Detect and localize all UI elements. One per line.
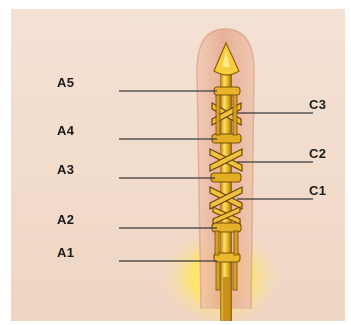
strip-1: [216, 95, 220, 135]
diagram-frame: A5 A4 A3 A2 A1 C3 C2 C1: [11, 9, 345, 321]
label-c2: C2: [309, 147, 326, 160]
strip-2: [233, 95, 237, 135]
label-a5: A5: [57, 76, 74, 89]
label-c1: C1: [309, 184, 326, 197]
strip-5: [216, 262, 220, 290]
label-a1: A1: [57, 246, 74, 259]
strip-3: [215, 231, 219, 255]
label-a3: A3: [57, 163, 74, 176]
stem-tail: [223, 277, 230, 321]
strip-4: [234, 231, 238, 255]
label-c3: C3: [309, 98, 326, 111]
label-a4: A4: [57, 124, 74, 137]
strip-6: [233, 262, 237, 290]
band-a3: [211, 173, 241, 182]
label-a2: A2: [57, 213, 74, 226]
band-a5: [214, 87, 240, 95]
